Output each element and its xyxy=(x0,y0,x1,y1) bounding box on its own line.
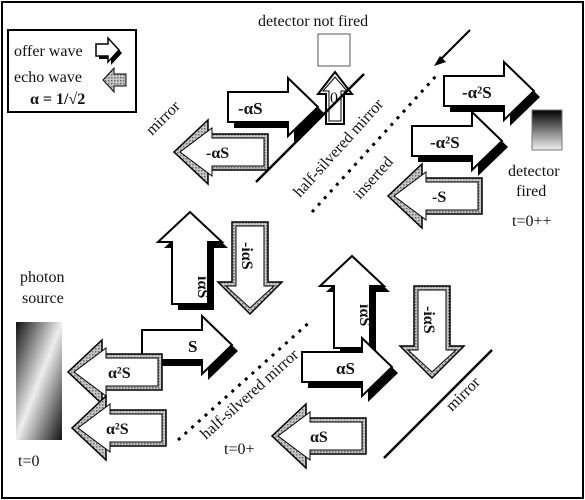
detector-fired-label-1: detector xyxy=(508,163,560,180)
echo-arrow-src-bottom: α²S xyxy=(70,394,167,462)
legend-echo-label: echo wave xyxy=(14,69,82,86)
t0-label: t=0 xyxy=(18,453,39,470)
right-offer-mid-label: -α²S xyxy=(430,133,460,152)
echo-arrow-br-down: -iαS xyxy=(398,285,466,380)
legend-box xyxy=(7,29,137,113)
src-echo-top-label: α²S xyxy=(108,365,131,382)
mirror-lower xyxy=(383,349,493,459)
right-echo-label: -S xyxy=(432,189,446,206)
echo-arrow-mid-down: -iαS xyxy=(216,221,284,316)
echo-arrow-icon xyxy=(102,66,127,94)
offer-arrow-top: -αS xyxy=(227,75,324,142)
br-up-offer-label: iαS xyxy=(356,304,373,326)
photon-source-label-1: photon xyxy=(20,269,64,286)
br-down-echo-label: -iαS xyxy=(420,306,437,334)
incoming-arrow-icon xyxy=(434,29,471,66)
mid-down-echo-label: -iαS xyxy=(238,242,255,270)
offer-arrow-right-mid: -α²S xyxy=(411,109,508,176)
offer-arrow-icon xyxy=(95,36,122,65)
t0plusplus-label: t=0++ xyxy=(512,213,552,230)
right-offer-top-label: -α²S xyxy=(462,83,492,102)
mirror-upper-label: mirror xyxy=(143,97,184,138)
legend-offer-label: offer wave xyxy=(14,43,83,60)
br-offer-label: αS xyxy=(336,359,355,378)
mirror-upper xyxy=(255,73,365,183)
echo-arrow-src-top: α²S xyxy=(66,338,163,406)
offer-arrow-br-up: iαS xyxy=(317,254,390,354)
offer-arrow-br: αS xyxy=(301,335,398,402)
photon-source-icon xyxy=(16,322,62,440)
detector-icon xyxy=(317,33,351,67)
echo-arrow-br: αS xyxy=(270,402,367,470)
detector-fired-icon xyxy=(531,109,563,151)
top-echo-label: -αS xyxy=(206,145,229,162)
echo-arrow-top: -αS xyxy=(172,118,269,186)
src-echo-bottom-label: α²S xyxy=(106,421,129,438)
t0plus-label: t=0+ xyxy=(224,441,255,458)
det-zero-label: 0 xyxy=(330,90,338,107)
top-offer-label: -αS xyxy=(238,99,263,118)
offer-arrow-mid-up: iαS xyxy=(155,210,228,310)
hs-mirror-lower xyxy=(176,318,314,442)
photon-source-label-2: source xyxy=(22,290,64,307)
src-offer-label: S xyxy=(188,337,197,356)
detector-fired-label-2: fired xyxy=(516,183,546,200)
echo-arrow-right: -S xyxy=(386,162,483,230)
mid-up-offer-label: iαS xyxy=(194,276,211,298)
detector-not-fired-label: detector not fired xyxy=(258,13,368,30)
br-echo-label: αS xyxy=(310,429,328,446)
offer-arrow-right-top: -α²S xyxy=(443,59,540,126)
offer-arrow-src: S xyxy=(141,313,238,380)
hs-mirror-upper xyxy=(310,74,438,214)
legend-alpha: α = 1/√2 xyxy=(30,91,85,108)
